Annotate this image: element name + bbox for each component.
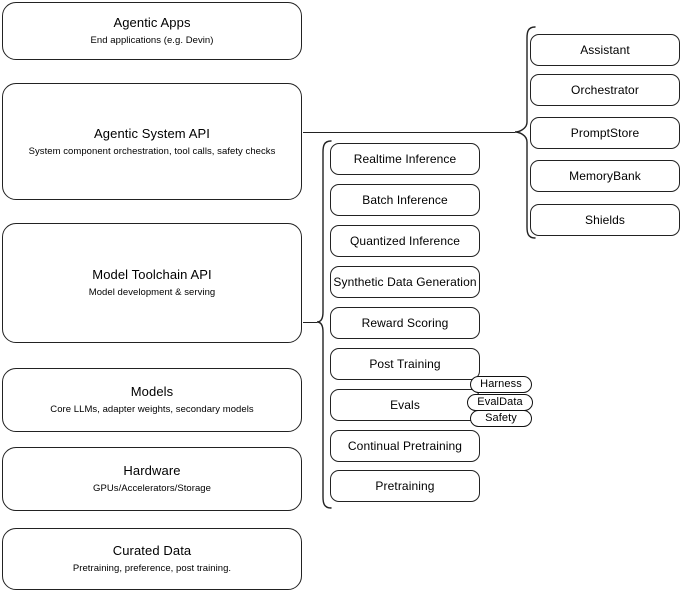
badge-evaldata[interactable]: EvalData <box>467 394 533 411</box>
layer-title: Models <box>130 384 174 399</box>
badge-safety[interactable]: Safety <box>470 410 532 427</box>
capability-title: Evals <box>390 398 420 412</box>
layer-title: Agentic System API <box>94 125 210 141</box>
component-title: Orchestrator <box>571 83 639 97</box>
capability-title: Reward Scoring <box>361 316 449 330</box>
layer-title: Curated Data <box>112 543 192 558</box>
layer-subtitle: Core LLMs, adapter weights, secondary mo… <box>50 404 254 415</box>
component-box-promptstore[interactable]: PromptStore <box>530 117 680 149</box>
badge-title: EvalData <box>477 396 523 408</box>
layer-subtitle: GPUs/Accelerators/Storage <box>93 483 211 494</box>
badge-harness[interactable]: Harness <box>470 376 532 393</box>
capability-box-synthetic-data-generation[interactable]: Synthetic Data Generation <box>330 266 480 298</box>
component-box-shields[interactable]: Shields <box>530 204 680 236</box>
component-box-memorybank[interactable]: MemoryBank <box>530 160 680 192</box>
connector-system-api-to-components <box>303 132 515 133</box>
capability-box-pretraining[interactable]: Pretraining <box>330 470 480 502</box>
component-title: Assistant <box>580 43 630 57</box>
layer-title: Model Toolchain API <box>92 267 212 282</box>
curly-brace-toolchain-icon <box>310 140 332 510</box>
capability-title: Synthetic Data Generation <box>333 275 477 289</box>
capability-title: Continual Pretraining <box>347 439 463 453</box>
badge-title: Safety <box>485 412 517 424</box>
layer-box-agentic-apps[interactable]: Agentic Apps End applications (e.g. Devi… <box>2 2 302 60</box>
component-title: PromptStore <box>570 126 640 140</box>
layer-title: Agentic Apps <box>113 15 191 30</box>
connector-toolchain-api-to-capabilities <box>303 322 317 323</box>
layer-subtitle: System component orchestration, tool cal… <box>28 145 276 157</box>
capability-box-continual-pretraining[interactable]: Continual Pretraining <box>330 430 480 462</box>
layer-box-curated-data[interactable]: Curated Data Pretraining, preference, po… <box>2 528 302 590</box>
layer-title: Hardware <box>123 463 181 478</box>
capability-box-realtime-inference[interactable]: Realtime Inference <box>330 143 480 175</box>
layer-subtitle: Pretraining, preference, post training. <box>72 563 232 574</box>
badge-title: Harness <box>480 378 522 390</box>
capability-title: Quantized Inference <box>350 234 460 248</box>
capability-box-evals[interactable]: Evals <box>330 389 480 421</box>
layer-subtitle: End applications (e.g. Devin) <box>90 35 214 46</box>
layer-box-agentic-system-api[interactable]: Agentic System API System component orch… <box>2 83 302 200</box>
capability-box-quantized-inference[interactable]: Quantized Inference <box>330 225 480 257</box>
layer-subtitle: Model development & serving <box>88 287 216 298</box>
layer-box-model-toolchain-api[interactable]: Model Toolchain API Model development & … <box>2 223 302 343</box>
component-title: MemoryBank <box>569 169 641 183</box>
capability-title: Realtime Inference <box>353 152 457 166</box>
capability-title: Pretraining <box>375 479 435 493</box>
capability-title: Batch Inference <box>362 193 448 207</box>
component-box-assistant[interactable]: Assistant <box>530 34 680 66</box>
component-box-orchestrator[interactable]: Orchestrator <box>530 74 680 106</box>
capability-box-reward-scoring[interactable]: Reward Scoring <box>330 307 480 339</box>
layer-box-hardware[interactable]: Hardware GPUs/Accelerators/Storage <box>2 447 302 511</box>
capability-box-batch-inference[interactable]: Batch Inference <box>330 184 480 216</box>
layer-box-models[interactable]: Models Core LLMs, adapter weights, secon… <box>2 368 302 432</box>
capability-box-post-training[interactable]: Post Training <box>330 348 480 380</box>
capability-title: Post Training <box>369 357 441 371</box>
component-title: Shields <box>584 213 626 227</box>
